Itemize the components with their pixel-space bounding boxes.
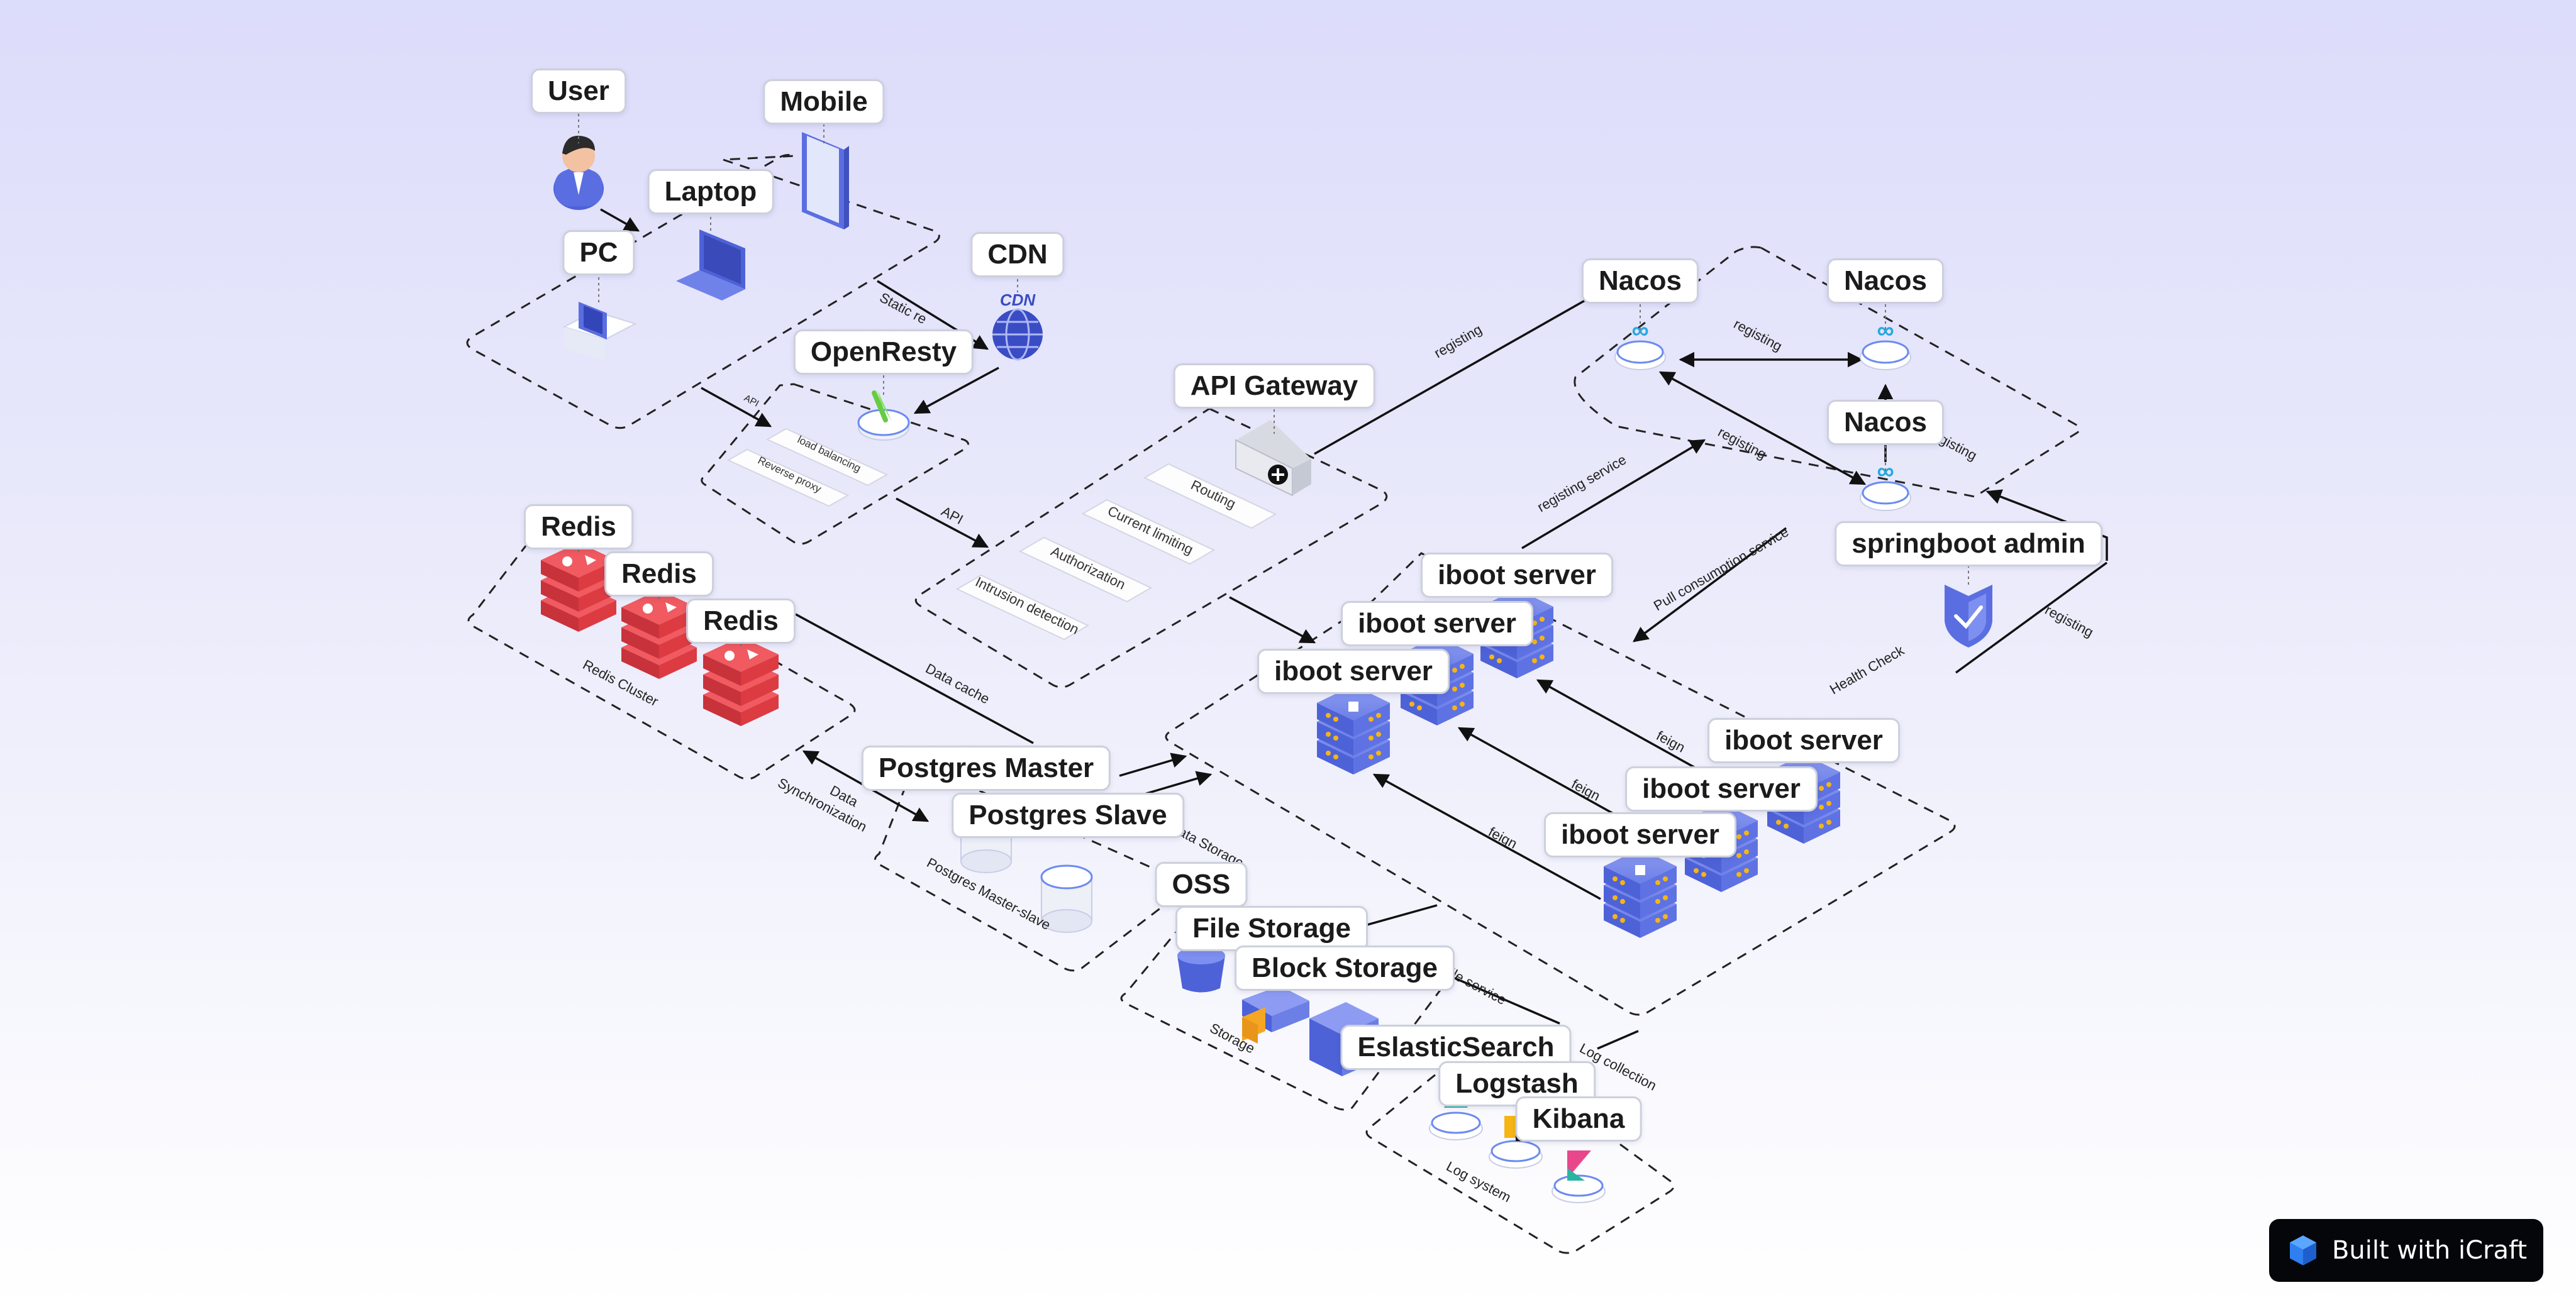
nacos-icon-2: ∞ <box>1860 317 1911 370</box>
edge-label-registing-n13: registing <box>1716 424 1769 462</box>
iboot-server-label-2: iboot server <box>1341 601 1533 646</box>
nacos-icon-1: ∞ <box>1614 317 1666 370</box>
tile-intrusion-detection: Intrusion detection <box>955 574 1090 641</box>
cdn-globe-icon: CDN <box>992 290 1043 361</box>
redis-icon-1 <box>541 543 616 632</box>
block-storage-label: Block Storage <box>1235 946 1455 991</box>
tiles: load balancing Reverse proxy Routing Cur… <box>726 427 1277 641</box>
edge-sba-nacos <box>1985 489 2108 561</box>
edge-label-data-cache: Data cache <box>923 660 992 707</box>
nacos-icon-3: ∞ <box>1860 458 1911 511</box>
iboot-server-label-6: iboot server <box>1544 812 1736 858</box>
mobile-label: Mobile <box>763 79 885 124</box>
redis-label-2: Redis <box>604 551 714 597</box>
postgres-group-outline <box>874 760 1187 972</box>
redis-icon-3 <box>703 637 779 726</box>
redis-group-outline <box>467 528 856 780</box>
api-gateway-label: API Gateway <box>1173 363 1375 409</box>
edge-label-api-small: API <box>742 393 760 409</box>
client-group-outline <box>466 153 940 429</box>
pc-label: PC <box>562 230 635 275</box>
user-icon <box>553 135 604 210</box>
edge-openresty-gateway <box>896 497 989 548</box>
springboot-admin-shield-icon <box>1945 585 1992 648</box>
postgres-slave-label: Postgres Slave <box>952 793 1184 838</box>
svg-text:∞: ∞ <box>1877 458 1894 485</box>
edge-feign-1 <box>1372 773 1601 900</box>
tile-authorization: Authorization <box>1018 536 1153 603</box>
laptop-icon <box>676 229 745 301</box>
kibana-icon <box>1552 1150 1606 1203</box>
openresty-label: OpenResty <box>793 329 974 375</box>
built-with-icraft-badge[interactable]: Built with iCraft <box>2269 1219 2543 1282</box>
log-group-outline <box>1365 1039 1675 1254</box>
edge-nacos-nacos3 <box>1658 371 1867 485</box>
edge-label-registing-n12: registing <box>1731 316 1785 354</box>
tile-intrusion-detection-text: Intrusion detection <box>973 574 1082 637</box>
redis-label-3: Redis <box>686 598 796 644</box>
iboot-server-icon-6 <box>1604 849 1677 938</box>
laptop-label: Laptop <box>647 169 774 214</box>
file-storage-icon <box>1242 986 1309 1044</box>
edge-label-pull-consumption: Pull consumption service <box>1651 524 1791 614</box>
redis-icon-2 <box>621 590 697 679</box>
springboot-admin-label: springboot admin <box>1835 521 2102 566</box>
nacos-label-2: Nacos <box>1826 258 1945 304</box>
iboot-server-label-3: iboot server <box>1257 649 1450 694</box>
service-group-outline <box>1165 552 1956 1016</box>
edge-client-openresty <box>701 387 772 427</box>
nacos-label-1: Nacos <box>1581 258 1699 304</box>
edge-label-registing-service: registing service <box>1535 451 1629 515</box>
edge-log-services <box>1597 1030 1639 1050</box>
leader-lines <box>578 108 1969 648</box>
edge-label-feign-3: feign <box>1654 727 1688 755</box>
edge-gateway-services <box>1229 596 1316 644</box>
oss-bucket-icon <box>1177 947 1225 993</box>
gateway-group-outline <box>914 407 1388 688</box>
file-storage-label: File Storage <box>1175 906 1368 951</box>
edge-services-nacos <box>1521 439 1706 549</box>
redis-label-1: Redis <box>524 504 633 549</box>
oss-label: OSS <box>1155 862 1248 907</box>
user-label: User <box>531 69 626 114</box>
icraft-logo-icon <box>2289 1235 2316 1266</box>
api-gateway-icon <box>1235 420 1311 497</box>
pc-icon <box>562 302 637 361</box>
cdn-label: CDN <box>970 232 1065 277</box>
edge-label-registing-gateway: registing <box>1431 321 1485 361</box>
edge-pg-services-2 <box>1144 771 1213 795</box>
tile-current-limiting: Current limiting <box>1081 499 1216 565</box>
postgres-slave-icon <box>1040 864 1093 933</box>
kibana-label: Kibana <box>1515 1096 1642 1142</box>
storage-group-outline <box>1120 904 1446 1111</box>
edge-label-feign-2: feign <box>1569 776 1603 803</box>
group-outlines <box>466 153 2080 1254</box>
edge-label-registing-sba: registing <box>2043 602 2096 640</box>
iboot-server-icon-3 <box>1317 685 1390 775</box>
postgres-master-label: Postgres Master <box>861 746 1111 791</box>
iboot-server-label-5: iboot server <box>1625 766 1818 812</box>
edge-nacos-services <box>1633 527 1787 642</box>
cdn-glyph-text: CDN <box>1000 290 1036 309</box>
edge-user-laptop <box>600 208 640 232</box>
iboot-server-label-1: iboot server <box>1421 553 1613 598</box>
edge-label-feign-1: feign <box>1486 824 1520 851</box>
mobile-icon <box>802 132 849 229</box>
iboot-server-label-4: iboot server <box>1707 718 1900 763</box>
icons: CDN ∞ ∞ ∞ <box>541 132 1992 1203</box>
openresty-icon <box>857 390 910 441</box>
edge-cdn-openresty <box>913 367 999 414</box>
edge-pg-services-1 <box>1119 753 1187 777</box>
edge-services-sba <box>1955 561 2108 674</box>
openresty-group-outline <box>701 383 969 545</box>
edge-label-health-check: Health Check <box>1827 642 1907 697</box>
edge-gateway-nacos <box>1314 299 1585 455</box>
built-with-icraft-text: Built with iCraft <box>2331 1236 2528 1265</box>
edge-redis-postgres <box>795 613 1034 744</box>
nacos-label-3: Nacos <box>1826 400 1945 445</box>
